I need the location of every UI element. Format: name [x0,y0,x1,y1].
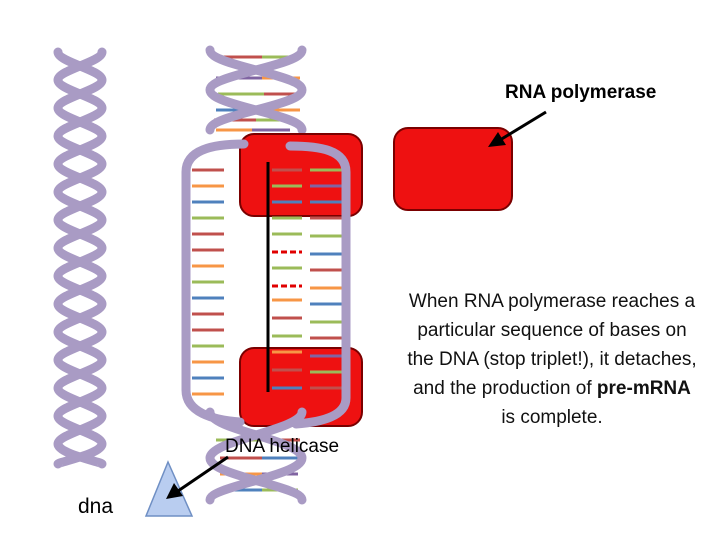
arrows [177,110,547,493]
dna-helicase-arrowhead [166,483,183,499]
rna-polymerase-label: RNA polymerase [505,82,657,103]
caption-bold-term: pre-mRNA [596,378,691,399]
rna-strand-bases [272,168,302,390]
caption-text-end: is complete. [501,407,603,428]
rna-polymerase-arrowhead [488,132,506,147]
dna-double-helix-left [53,47,107,469]
dna-helicase-label: DNA helicase [225,436,340,457]
helix-bottom-strand-b [205,407,307,505]
rna-polymerase-detached [393,127,513,211]
helix-top-strand-b [205,45,307,135]
helix-strand-b [53,47,107,469]
caption-text: When RNA polymerase reaches a particular… [407,291,697,399]
dna-helix-top [205,45,307,135]
helix-top-strand-a [205,45,307,135]
helix-bottom-strand-a [205,407,307,505]
dna-label: dna [78,495,114,518]
template-strand-bases [192,168,224,396]
rna-polymerase-arrow [499,110,547,142]
explanation-caption: When RNA polymerase reaches a particular… [404,287,700,432]
dna-helicase-shape [144,460,194,517]
bubble-right-strand [285,141,351,429]
coding-strand-bases [310,168,342,390]
dna-helicase-arrow [177,455,229,493]
